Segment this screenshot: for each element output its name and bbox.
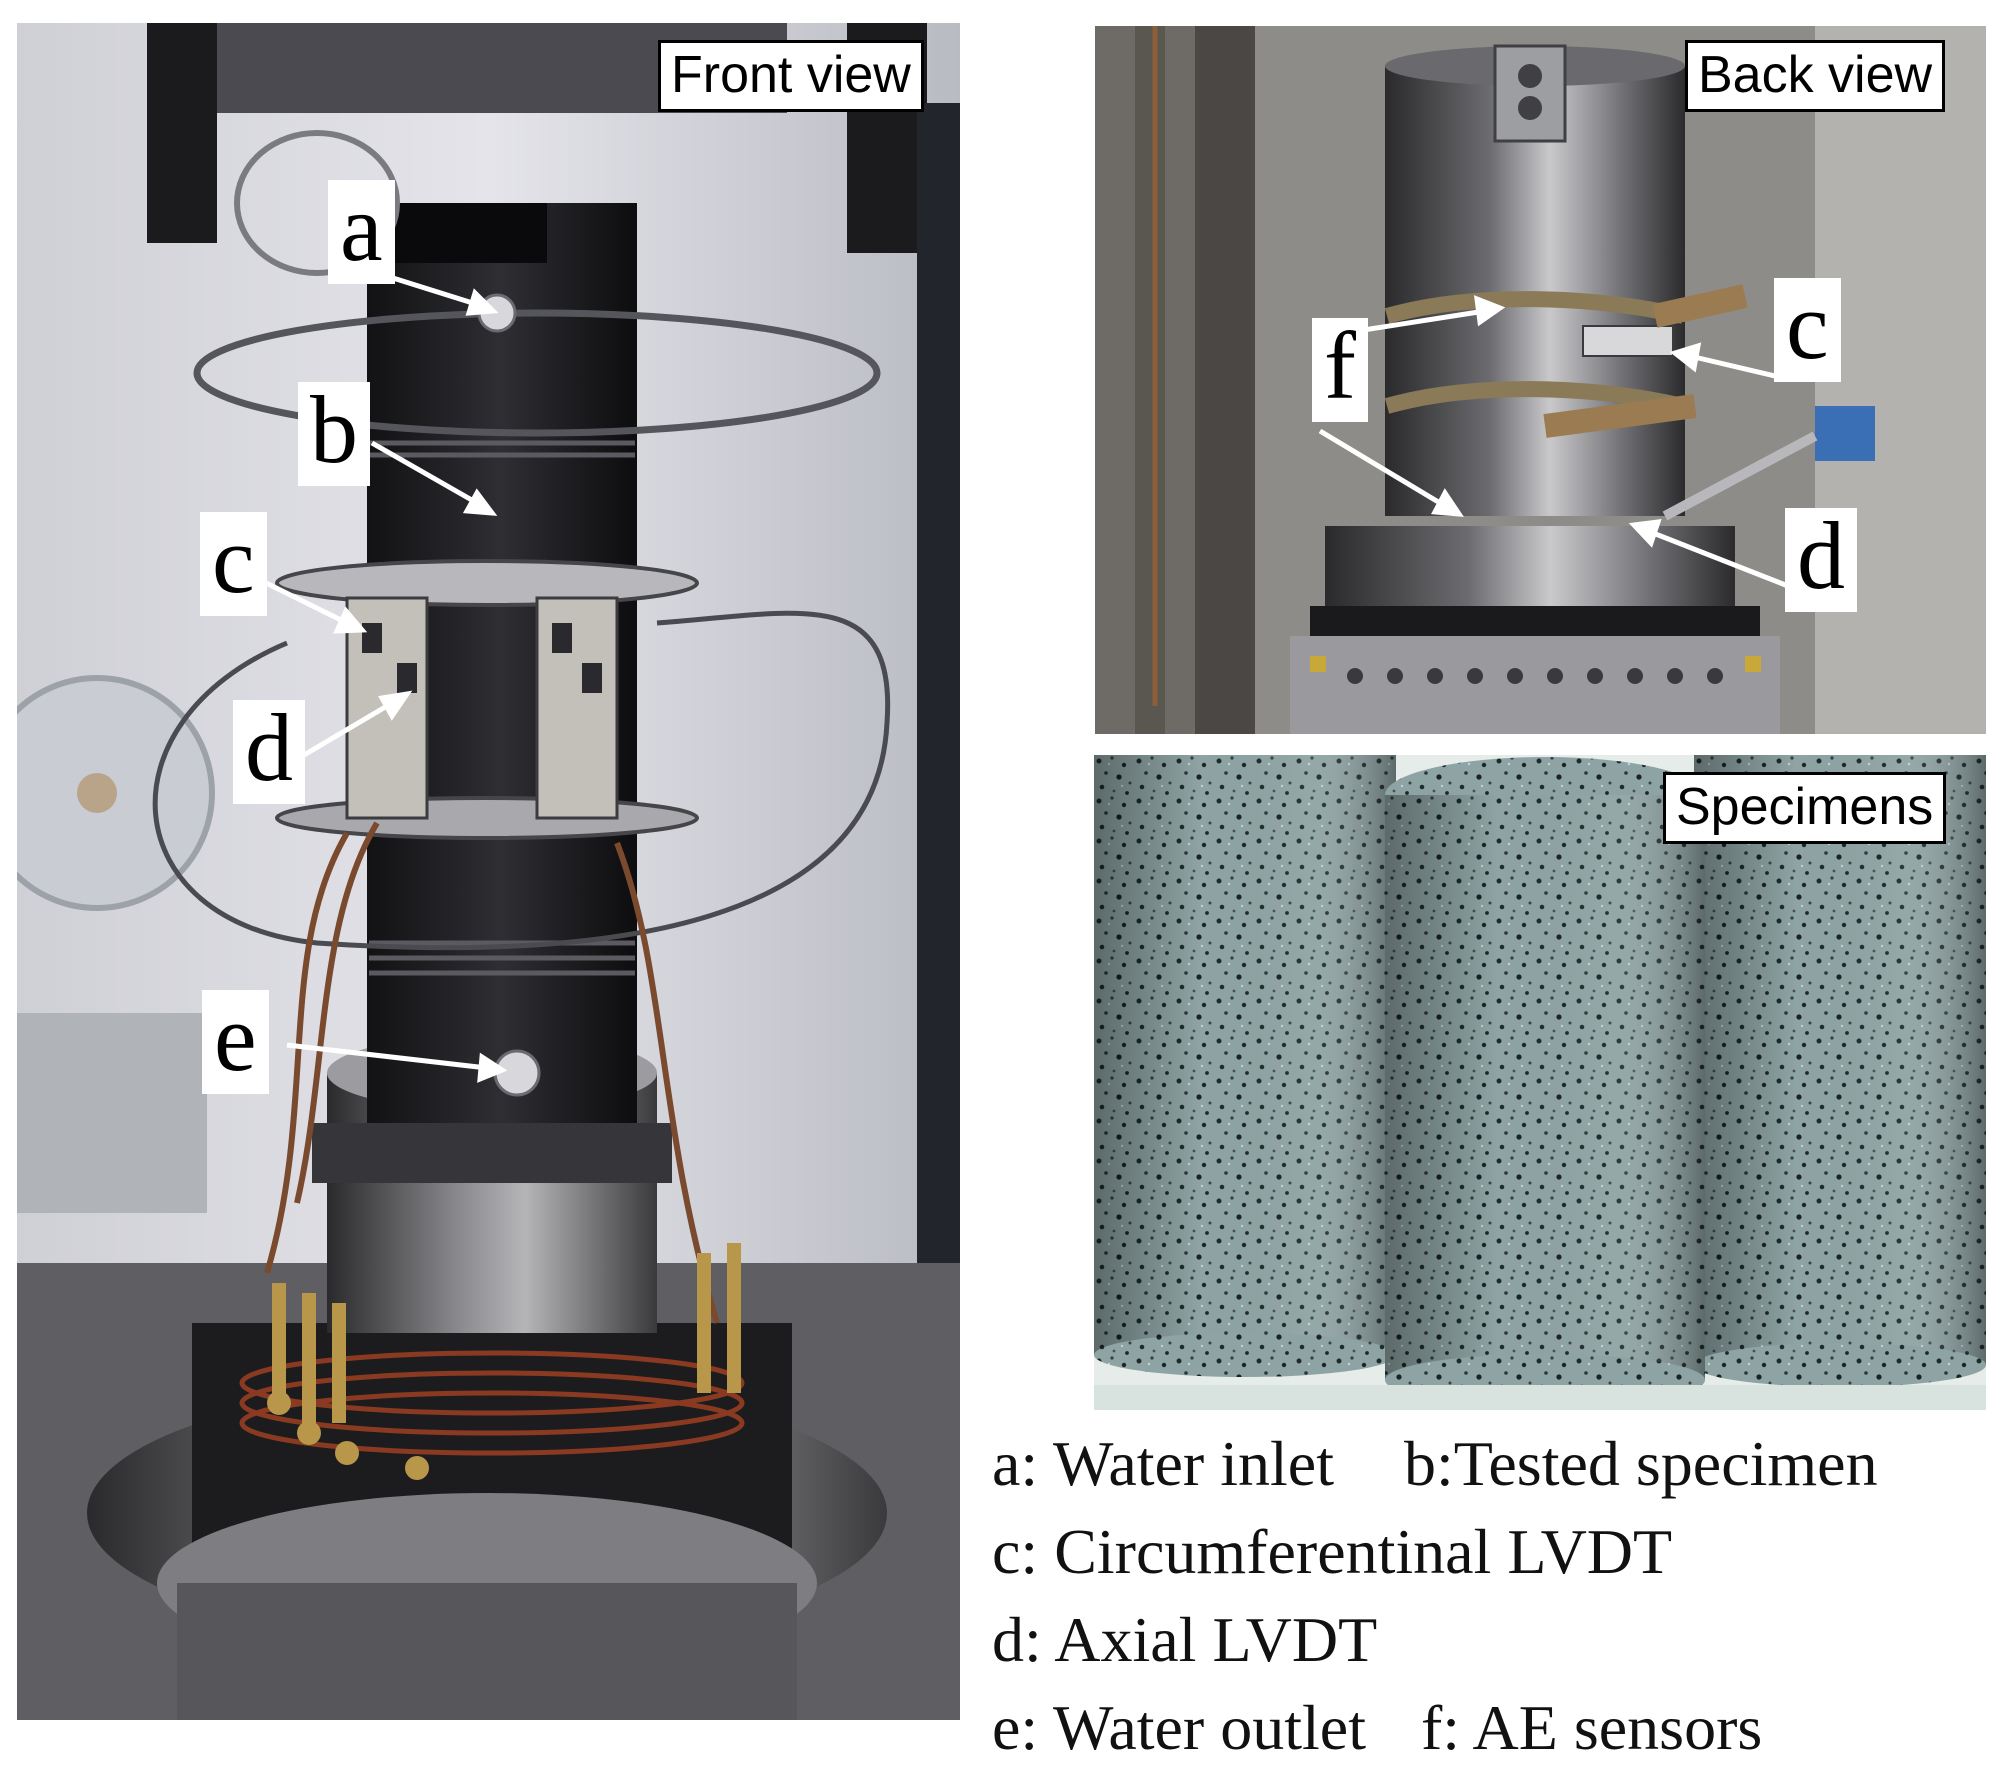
back-view-illustration [1095, 26, 1986, 734]
legend-water-outlet: e: Water outlet [992, 1692, 1366, 1763]
label-c-back: c [1774, 278, 1841, 382]
front-view-title: Front view [658, 40, 924, 112]
legend-axial-lvdt: d: Axial LVDT [992, 1604, 1378, 1675]
legend-tested-specimen: b:Tested specimen [1403, 1428, 1878, 1499]
legend-water-inlet: a: Water inlet [992, 1428, 1334, 1499]
label-f: f [1312, 318, 1368, 422]
specimens-title: Specimens [1663, 772, 1947, 844]
label-c-front: c [200, 512, 267, 616]
front-view-photo [17, 23, 960, 1720]
label-b: b [298, 382, 370, 486]
front-view-illustration [17, 23, 960, 1720]
specimens-photo [1094, 755, 1986, 1410]
label-e: e [202, 990, 269, 1094]
specimens-illustration [1094, 755, 1986, 1410]
label-d-back: d [1785, 508, 1857, 612]
label-a: a [328, 180, 395, 284]
label-d-front: d [233, 700, 305, 804]
legend-ae-sensors: f: AE sensors [1420, 1692, 1763, 1763]
back-view-photo [1095, 26, 1986, 734]
legend-circumferential-lvdt: c: Circumferentinal LVDT [992, 1516, 1673, 1587]
back-view-title: Back view [1685, 40, 1946, 112]
